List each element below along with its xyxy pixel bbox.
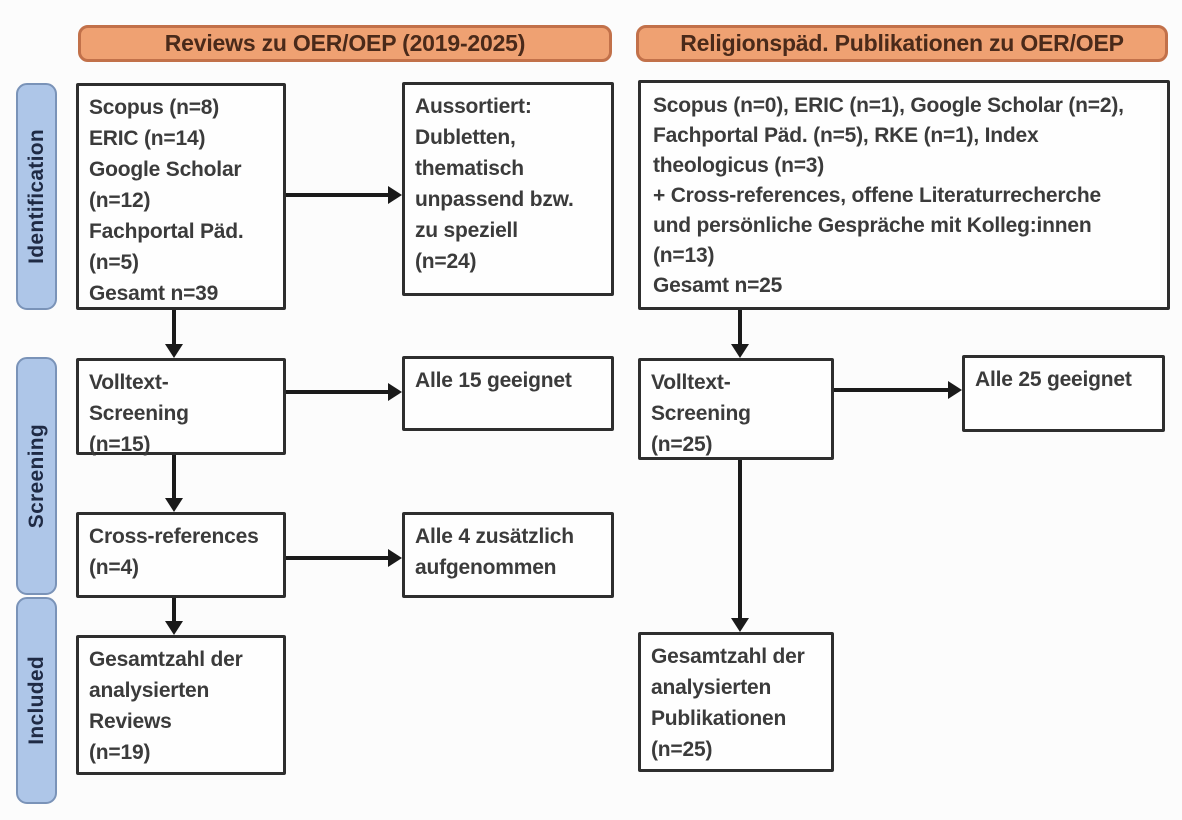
box-left-fulltext-screening: Volltext- Screening (n=15) [76,358,286,456]
stage-screening: Screening [16,357,57,595]
box-left-sources: Scopus (n=8) ERIC (n=14) Google Scholar … [76,83,286,310]
header-religionspaed: Religionspäd. Publikationen zu OER/OEP [636,25,1168,62]
stage-included-label: Included [24,656,48,745]
stage-screening-label: Screening [24,423,48,529]
stage-included: Included [16,597,57,804]
box-right-fulltext-result: Alle 25 geeignet [962,355,1165,432]
box-left-fulltext-result: Alle 15 geeignet [402,356,614,431]
box-right-fulltext-screening: Volltext- Screening (n=25) [638,358,834,460]
box-left-included-total: Gesamtzahl der analysierten Reviews (n=1… [76,635,286,775]
box-left-excluded: Aussortiert: Dubletten, thematisch unpas… [402,82,614,296]
header-reviews: Reviews zu OER/OEP (2019-2025) [78,25,612,62]
box-right-sources: Scopus (n=0), ERIC (n=1), Google Scholar… [638,80,1170,310]
box-left-crossref-result: Alle 4 zusätzlich aufgenommen [402,512,614,598]
box-left-crossref: Cross-references (n=4) [76,512,286,598]
stage-identification: Identification [16,83,57,310]
stage-identification-label: Identification [24,129,48,264]
box-right-included-total: Gesamtzahl der analysierten Publikatione… [638,632,834,772]
